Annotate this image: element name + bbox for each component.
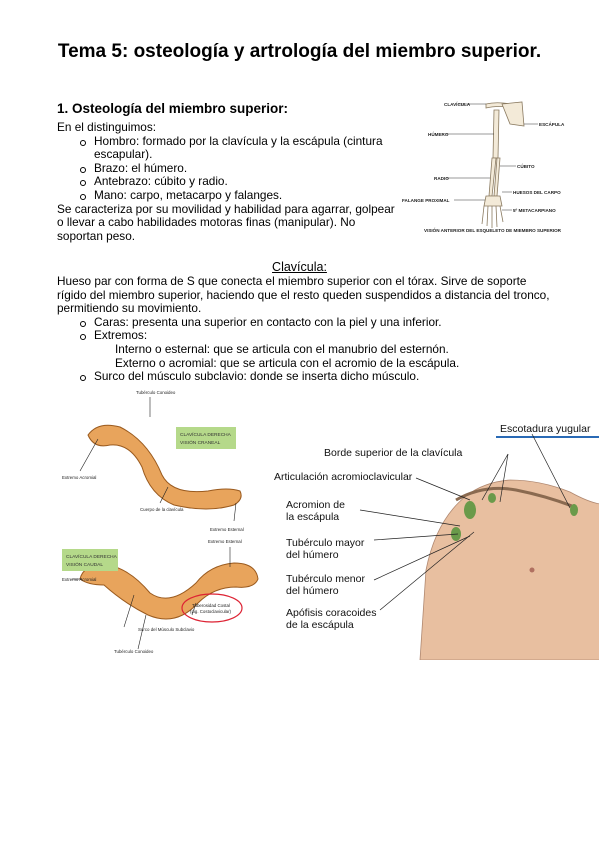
label-tub-mayor-line1: Tubérculo mayor xyxy=(286,537,365,549)
list-item: Hombro: formado por la clavícula y la es… xyxy=(80,134,402,162)
top-box-line2: VISIÓN CRANEAL xyxy=(180,439,221,446)
label-falange: FALANGE PROXIMAL xyxy=(402,198,450,203)
list-item: Antebrazo: cúbito y radio. xyxy=(80,175,402,189)
label-apofisis-line2: de la escápula xyxy=(286,619,354,631)
label-escapula: ESCÁPULA xyxy=(539,121,565,127)
extremo-interno: Interno o esternal: que se articula con … xyxy=(115,341,449,356)
label-extremo-acromial-top: Extremo Acromial xyxy=(62,475,96,480)
bottom-box-line1: CLAVÍCULA DERECHA xyxy=(66,553,118,560)
clavicle-figure: CLAVÍCULA DERECHA VISIÓN CRANEAL CLAVÍCU… xyxy=(58,383,268,656)
label-cubito: CÚBITO xyxy=(517,163,535,169)
label-extremo-esternal-top: Extremo Esternal xyxy=(210,527,244,532)
label-tuberosidad-line2: (Lig. Costoclavicular) xyxy=(190,609,232,614)
list-item: Extremos: xyxy=(80,329,557,343)
section-osteologia-body: En el distinguimos: Hombro: formado por … xyxy=(57,120,402,243)
top-box-line1: CLAVÍCULA DERECHA xyxy=(180,431,232,438)
label-tub-menor-line1: Tubérculo menor xyxy=(286,573,365,585)
label-tuberculo-conoideo-bottom: Tubérculo Conoideo xyxy=(114,649,154,654)
shoulder-figure: Escotadura yugular Borde superior de la … xyxy=(270,410,599,660)
clavicula-body: Hueso par con forma de S que conecta el … xyxy=(57,274,557,384)
label-tuberosidad-line1: Tuberosidad Costal xyxy=(192,603,230,608)
label-cuerpo: Cuerpo de la clavícula xyxy=(140,507,184,512)
clavicula-list: Caras: presenta una superior en contacto… xyxy=(57,315,557,343)
label-acromion-line1: Acromion de xyxy=(286,499,345,511)
label-huesos-carpo: HUESOS DEL CARPO xyxy=(513,190,561,195)
label-acromion-line2: la escápula xyxy=(286,511,339,523)
tuberosity-circle xyxy=(181,593,243,623)
bone-list: Hombro: formado por la clavícula y la es… xyxy=(57,134,402,203)
figure-caption: VISIÓN ANTERIOR DEL ESQUELETO DE MIEMBRO… xyxy=(424,226,562,233)
label-surco: Surco del Músculo Subclavio xyxy=(138,627,195,632)
label-articulacion: Articulación acromioclavicular xyxy=(274,471,413,483)
clavicula-list-2: Surco del músculo subclavio: donde se in… xyxy=(57,370,557,384)
label-clavicula: CLAVÍCULA xyxy=(444,100,471,107)
section-heading-osteologia: 1. Osteología del miembro superior: xyxy=(57,101,289,116)
list-item: Surco del músculo subclavio: donde se in… xyxy=(80,370,557,384)
label-humero: HÚMERO xyxy=(428,131,449,137)
list-item: Brazo: el húmero. xyxy=(80,161,402,176)
clavicula-paragraph: Hueso par con forma de S que conecta el … xyxy=(57,274,550,316)
label-borde: Borde superior de la clavícula xyxy=(324,447,462,459)
label-tuberculo-conoideo-top: Tubérculo Conoideo xyxy=(136,390,176,395)
label-tub-mayor-line2: del húmero xyxy=(286,549,339,561)
label-apofisis-line1: Apófisis coracoides xyxy=(286,607,376,619)
movement-paragraph: Se caracteriza por su movilidad y habili… xyxy=(57,201,395,243)
label-radio: RADIO xyxy=(434,176,449,181)
label-escotadura: Escotadura yugular xyxy=(500,423,591,435)
extremo-externo: Externo o acromial: que se articula con … xyxy=(115,355,460,370)
label-extremo-acromial-bottom: Extremo Acromial xyxy=(62,577,96,582)
bottom-box-line2: VISIÓN CAUDAL xyxy=(66,561,103,568)
page-title: Tema 5: osteología y artrología del miem… xyxy=(57,41,542,62)
intro-text: En el distinguimos: xyxy=(57,120,157,134)
clavicula-heading: Clavícula: xyxy=(272,260,327,274)
label-extremo-esternal-bottom: Extremo Esternal xyxy=(208,539,242,544)
list-item: Caras: presenta una superior en contacto… xyxy=(80,315,557,330)
list-item: Mano: carpo, metacarpo y falanges. xyxy=(80,188,402,203)
label-tub-menor-line2: del húmero xyxy=(286,585,339,597)
label-metacarpiano: 5º METACARPIANO xyxy=(513,208,556,213)
upper-limb-skeleton-figure: CLAVÍCULA ESCÁPULA HÚMERO CÚBITO RADIO H… xyxy=(398,96,574,236)
